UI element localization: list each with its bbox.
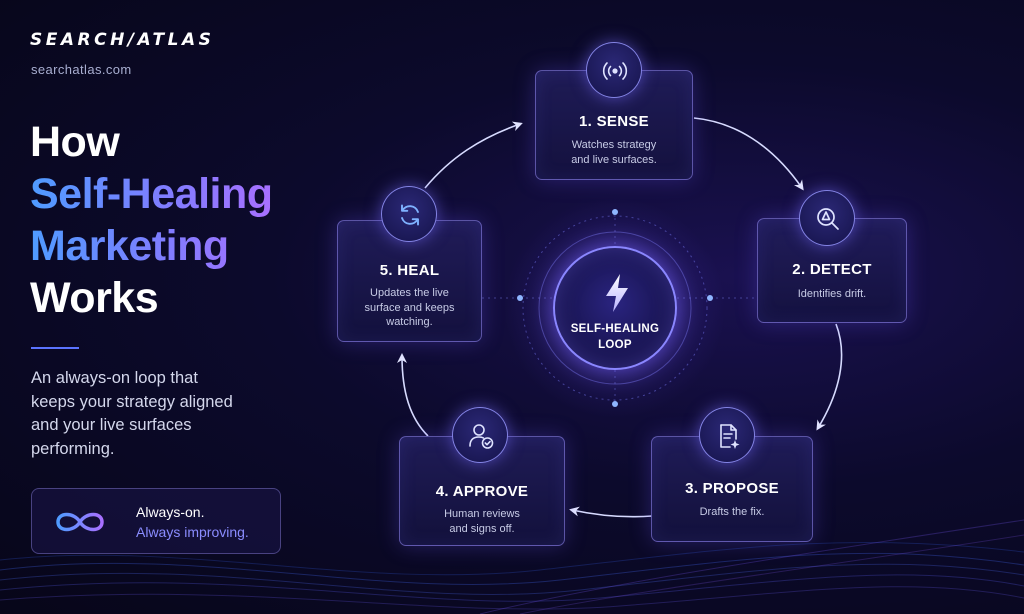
step-title: 1. SENSE bbox=[579, 113, 649, 130]
title-line-4: Works bbox=[30, 274, 159, 322]
arrow-heal-to-sense bbox=[424, 121, 523, 189]
brand-url[interactable]: searchatlas.com bbox=[31, 62, 132, 77]
user-check-icon bbox=[469, 424, 494, 449]
description-line: and your live surfaces bbox=[31, 416, 192, 434]
description-line: performing. bbox=[31, 439, 115, 458]
outer-dotted-ring bbox=[522, 215, 708, 401]
step-title: 4. APPROVE bbox=[435, 483, 529, 500]
step-icon-sense bbox=[586, 42, 642, 98]
lightning-icon bbox=[606, 274, 628, 312]
step-icon-detect bbox=[799, 190, 855, 246]
broadcast-icon bbox=[602, 62, 628, 80]
hub-label-line-1: SELF-HEALING bbox=[570, 323, 660, 335]
step-description: Identifies drift. bbox=[797, 288, 867, 300]
badge-line-1: Always-on. bbox=[136, 504, 205, 520]
description: An always-on loop that keeps your strate… bbox=[31, 367, 261, 461]
description-line: An always-on loop that bbox=[31, 369, 198, 387]
loop-arrows bbox=[397, 117, 843, 518]
title-line-3: Marketing bbox=[30, 220, 273, 272]
step-description: Drafts the fix. bbox=[699, 506, 765, 518]
step-card-detect[interactable]: 2. DETECT Identifies drift. bbox=[757, 218, 907, 323]
refresh-icon bbox=[401, 204, 419, 226]
document-sparkle-icon bbox=[720, 424, 740, 449]
description-line: keeps your strategy aligned bbox=[31, 392, 233, 411]
step-icon-propose bbox=[699, 407, 755, 463]
always-on-badge: Always-on. Always improving. bbox=[31, 488, 281, 554]
infinity-icon bbox=[56, 512, 104, 532]
step-title: 3. PROPOSE bbox=[685, 480, 779, 497]
title-line-2: Self-Healing bbox=[30, 170, 273, 218]
step-icon-approve bbox=[452, 407, 508, 463]
arrow-sense-to-detect bbox=[693, 117, 804, 191]
badge-line-2: Always improving. bbox=[136, 524, 249, 540]
step-icon-heal bbox=[381, 186, 437, 242]
arrow-approve-to-heal bbox=[397, 353, 429, 437]
magnifier-alert-icon bbox=[817, 208, 839, 230]
arrow-detect-to-propose bbox=[816, 323, 843, 431]
page-title: How Self-Healing Marketing Works bbox=[30, 116, 273, 324]
self-healing-loop-hub: SELF-HEALING LOOP bbox=[553, 246, 677, 370]
step-card-propose[interactable]: 3. PROPOSE Drafts the fix. bbox=[651, 436, 813, 542]
wave-lines bbox=[0, 519, 1024, 614]
title-divider bbox=[31, 347, 79, 349]
title-line-1: How bbox=[30, 118, 120, 166]
arrow-propose-to-approve bbox=[569, 506, 653, 518]
hub-label-line-2: LOOP bbox=[598, 339, 632, 351]
step-title: 5. HEAL bbox=[379, 262, 440, 279]
brand-logo: SEARCH∕ATLAS bbox=[30, 30, 215, 50]
crosshair-dots bbox=[517, 209, 713, 407]
crosshair-lines bbox=[482, 212, 758, 404]
step-title: 2. DETECT bbox=[792, 261, 872, 278]
